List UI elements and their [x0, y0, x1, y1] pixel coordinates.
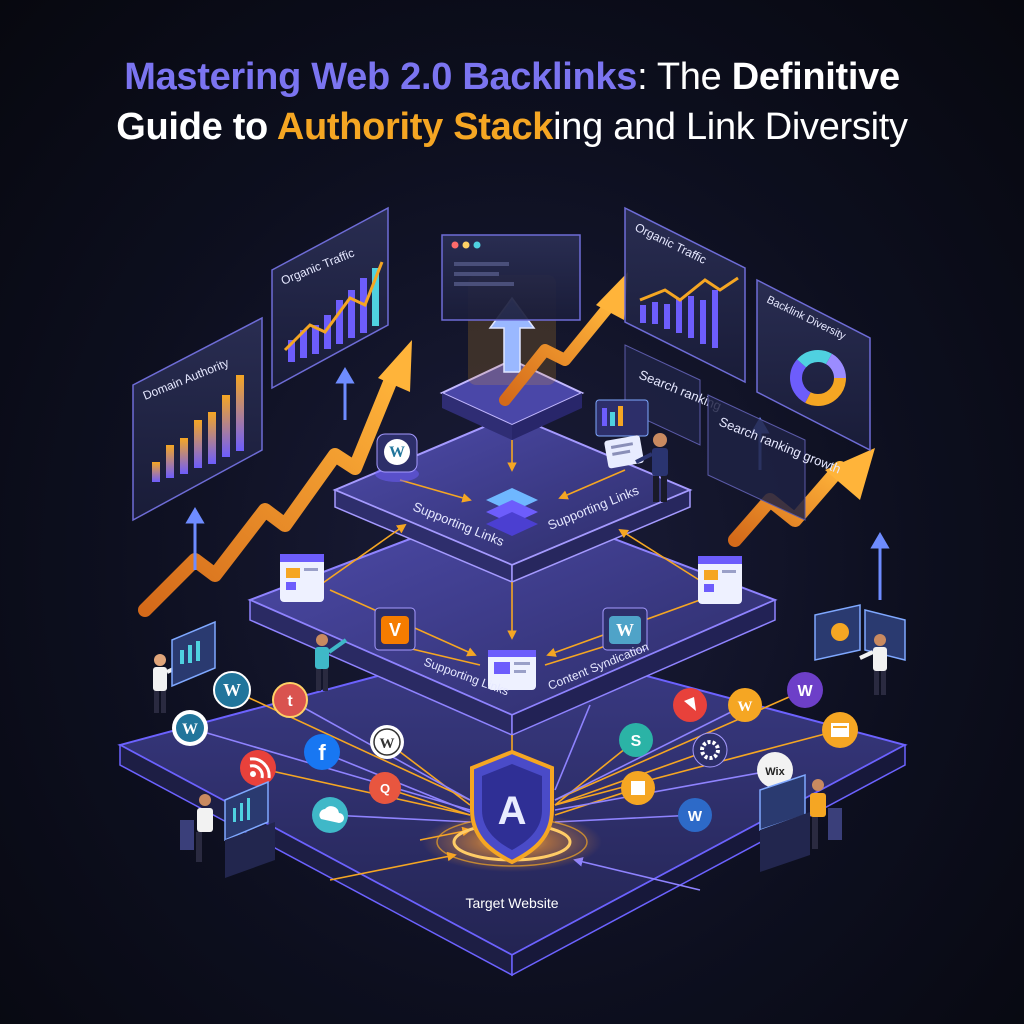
- panel-backlink-diversity: Backlink Diversity: [756, 278, 871, 452]
- svg-text:S: S: [631, 733, 642, 750]
- title-segment: Definitive: [731, 56, 900, 98]
- person-right-standing: [859, 634, 887, 695]
- wordpress-icon: W: [172, 710, 208, 746]
- person-top-right: [635, 433, 668, 502]
- layout-icon: [822, 712, 858, 748]
- svg-text:Wix: Wix: [765, 766, 785, 778]
- stack-icon: [486, 488, 538, 536]
- svg-text:W: W: [738, 699, 753, 715]
- svg-text:W: W: [380, 736, 395, 752]
- title-segment: : The: [637, 56, 732, 98]
- panel-domain-authority: Domain Authority: [132, 316, 263, 522]
- title-line-2: Guide to Authority Stacking and Link Div…: [0, 102, 1024, 152]
- link-lines: [189, 440, 841, 891]
- site-icon: W: [728, 688, 762, 722]
- svg-text:W: W: [688, 808, 703, 825]
- wordpress-icon: W: [602, 607, 648, 651]
- svg-text:t: t: [287, 693, 293, 710]
- panel-top-browser: [441, 234, 581, 321]
- browser-icon: [280, 554, 324, 602]
- title-segment: Guide to: [116, 106, 277, 148]
- svg-text:W: W: [223, 680, 241, 700]
- wordpress-icon: W: [370, 725, 404, 759]
- svg-text:W: W: [389, 444, 405, 461]
- title-line-1: Mastering Web 2.0 Backlinks: The Definit…: [0, 52, 1024, 102]
- title-segment: Authority Stack: [276, 106, 554, 148]
- label-target-website: Target Website: [465, 895, 558, 911]
- svg-text:W: W: [797, 683, 813, 700]
- tumblr-icon: t: [272, 682, 308, 718]
- wordpress-icon: [621, 771, 655, 805]
- growth-arrow-top: [499, 272, 628, 406]
- rss-icon: [240, 750, 276, 786]
- blogger-icon: V: [374, 607, 416, 651]
- title-segment: ing and Link Diversity: [553, 106, 908, 148]
- wix-icon: Wix: [757, 752, 793, 788]
- panel-mini-left: [171, 620, 216, 688]
- weebly-icon: W: [787, 672, 823, 708]
- svg-text:W: W: [616, 620, 634, 640]
- medium-icon: S: [619, 723, 653, 757]
- wordpress-icon: W: [375, 433, 419, 482]
- browser-icon: [698, 556, 742, 604]
- document-icon: [595, 399, 649, 469]
- svg-text:Q: Q: [380, 781, 390, 796]
- facebook-icon: f: [304, 734, 340, 770]
- panel-mini-right: [814, 604, 906, 661]
- svg-text:f: f: [318, 740, 326, 765]
- webflow-icon: W: [678, 798, 712, 832]
- title-segment: Mastering Web 2.0 Backlinks: [124, 56, 638, 98]
- panel-organic-traffic-left: Organic Traffic: [271, 206, 389, 390]
- scoop-icon: [673, 688, 707, 722]
- gear-icon: [692, 732, 728, 768]
- svg-text:W: W: [182, 721, 198, 738]
- svg-text:V: V: [389, 620, 401, 640]
- browser-icon: [488, 650, 536, 690]
- donut-chart: [790, 350, 846, 406]
- bar-chart: [152, 375, 244, 482]
- bottom-icons: W t W f W Q: [172, 671, 858, 833]
- person-desk-left: [180, 780, 275, 878]
- person-mid-left: [315, 634, 348, 691]
- cloud-icon: [312, 797, 348, 833]
- wordpress-icon: W: [213, 671, 251, 709]
- quora-icon: Q: [369, 772, 401, 804]
- target-shield: A: [422, 749, 602, 872]
- page-title: Mastering Web 2.0 Backlinks: The Definit…: [0, 52, 1024, 152]
- growth-arrow-left: [138, 340, 412, 617]
- person-desk-right: [759, 773, 842, 872]
- shield-a-icon: A: [498, 789, 527, 833]
